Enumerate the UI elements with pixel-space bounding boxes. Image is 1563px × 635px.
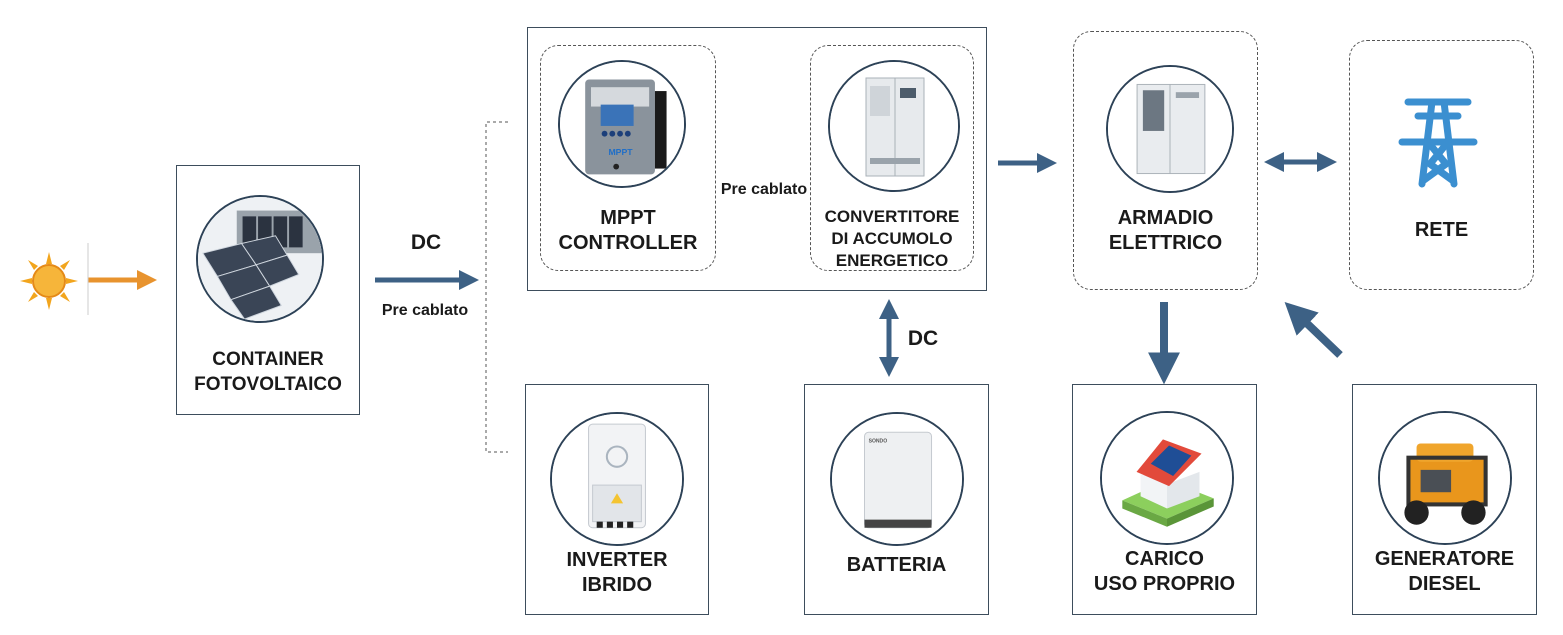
prewired-bracket [485,121,508,453]
inverter-label: INVERTER IBRIDO [566,549,668,596]
prewired-main-label: Pre cablato [381,302,469,319]
cabinet-label: ARMADIO ELETTRICO [1108,207,1223,254]
cabinet-image [1106,65,1234,193]
generator-image [1378,411,1512,545]
transmission-tower-icon [1398,94,1478,188]
load-label: CARICO USO PROPRIO [1093,548,1236,595]
load-image [1100,411,1234,545]
inverter-image [550,412,684,546]
dc-battery-label: DC [907,327,939,350]
container-label: CONTAINER FOTOVOLTAICO [194,349,342,395]
battery-brand: SONDO [869,438,888,444]
solar-container-image [196,195,324,323]
mppt-image: MPPT [558,60,686,188]
generator-to-cabinet-arrow [1284,302,1343,358]
battery-image: SONDO [830,412,964,546]
converter-image [828,60,960,192]
dc-main-label: DC [410,231,442,254]
battery-label: BATTERIA [846,554,947,576]
grid-label: RETE [1414,219,1469,241]
generator-label: GENERATORE DIESEL [1374,548,1515,595]
prewired-inner-label: Pre cablato [720,181,808,198]
mppt-label: MPPT CONTROLLER [558,207,698,254]
mppt-screen-text: MPPT [608,147,633,157]
sun-icon [20,252,78,310]
converter-label: CONVERTITORE DI ACCUMOLO ENERGETICO [824,207,960,270]
